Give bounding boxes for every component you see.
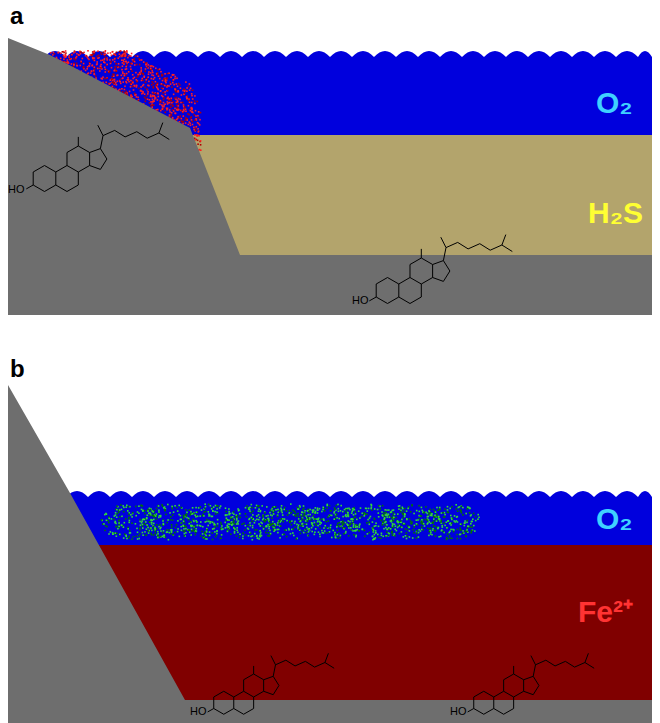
panel-letter: b (10, 357, 25, 381)
hydroxyl-label: HO (190, 706, 207, 717)
land (8, 38, 652, 315)
layer-label: O₂ (596, 88, 633, 118)
sterol-molecule (468, 653, 595, 714)
layer-label: Fe²⁺ (578, 597, 633, 627)
layer-label: H₂S (588, 198, 643, 228)
sterol-molecule (369, 235, 512, 304)
green-plankton (101, 503, 480, 540)
layer-label: O₂ (596, 504, 633, 534)
oxic-water (66, 491, 652, 545)
hydroxyl-label: HO (352, 295, 369, 306)
panel-letter: a (10, 4, 23, 28)
hydroxyl-label: HO (450, 706, 467, 717)
sterol-molecule (208, 653, 335, 714)
land (8, 385, 652, 723)
hydroxyl-label: HO (8, 184, 25, 195)
sterol-molecule (26, 123, 169, 192)
